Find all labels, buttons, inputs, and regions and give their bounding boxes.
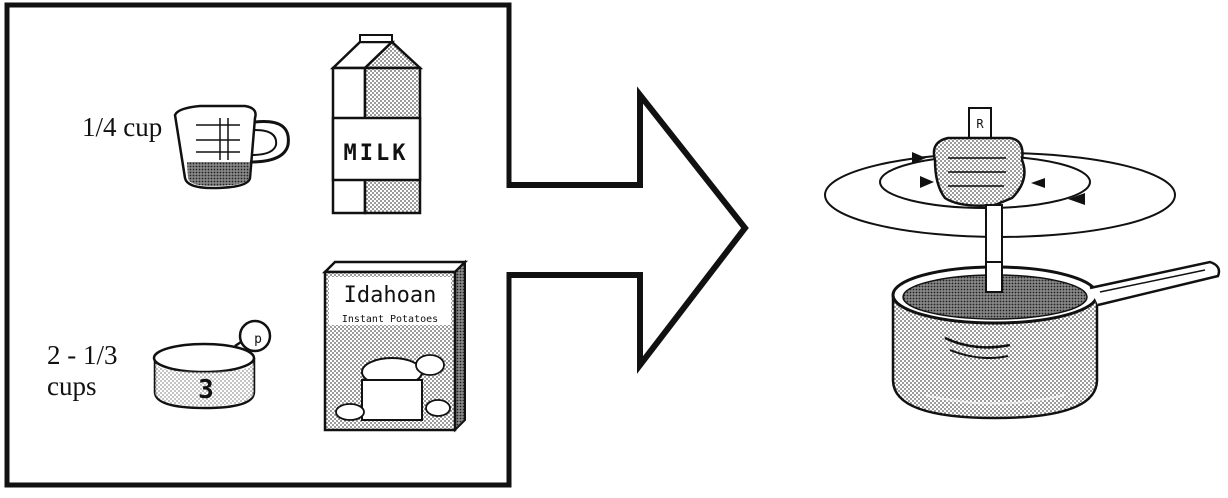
measuring-cup-3-icon: p 3 — [152, 319, 272, 410]
arrow-icon — [509, 86, 749, 374]
milk-carton-icon: MILK — [329, 34, 424, 215]
svg-text:p: p — [254, 332, 262, 347]
box-product-text: Instant Potatoes — [342, 314, 438, 325]
milk-carton-label: MILK — [344, 141, 409, 166]
potato-amount-label: 2 - 1/3 cups — [47, 340, 118, 402]
stirring-hand-icon: R — [824, 107, 1176, 286]
measuring-cup-icon — [173, 104, 290, 190]
potato-box-icon: Idahoan Instant Potatoes — [321, 259, 469, 433]
potato-amount-line1: 2 - 1/3 — [47, 340, 118, 370]
box-brand-text: Idahoan — [344, 283, 437, 308]
milk-amount-label: 1/4 cup — [82, 112, 163, 142]
saucepan-icon — [891, 260, 1221, 420]
svg-text:R: R — [976, 117, 984, 131]
potato-amount-line2: cups — [47, 371, 97, 402]
measuring-cup-number: 3 — [198, 375, 214, 405]
